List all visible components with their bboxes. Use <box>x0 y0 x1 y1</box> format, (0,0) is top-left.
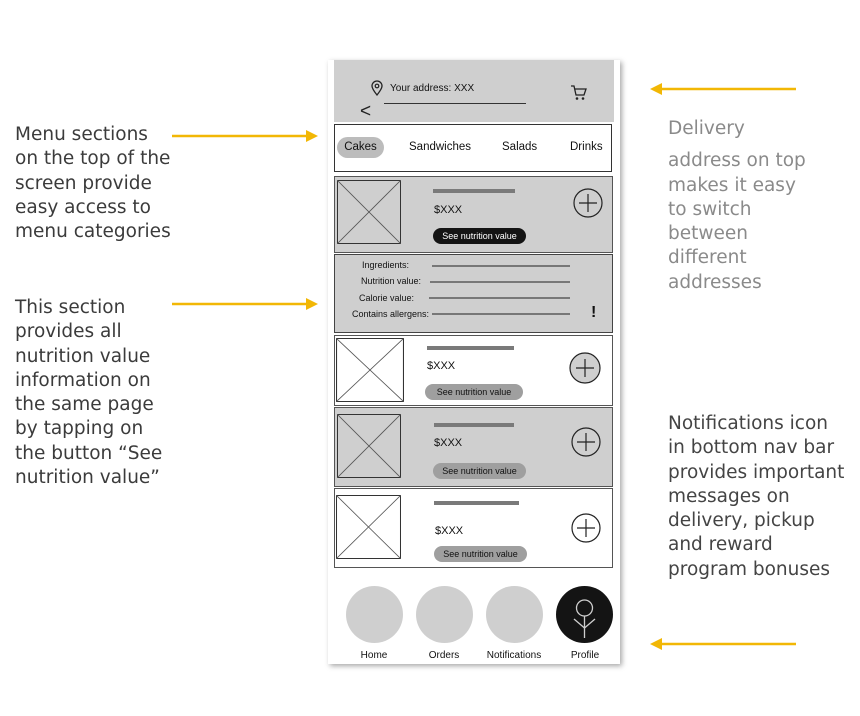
image-placeholder-icon <box>337 414 401 478</box>
arrow-to-menu-tabs <box>172 130 318 142</box>
see-nutrition-button[interactable]: See nutrition value <box>433 463 526 479</box>
item-price: $XXX <box>434 204 463 216</box>
item-price: $XXX <box>435 525 464 537</box>
add-to-cart-icon[interactable] <box>571 427 601 457</box>
back-arrow-icon[interactable]: < <box>360 101 372 122</box>
image-placeholder-icon <box>336 495 401 559</box>
delivery-address-annotation: Delivery address on top makes it easy to… <box>668 117 818 295</box>
phone-wireframe: Your address: XXX < Cakes Sandwiches Sal… <box>328 60 620 664</box>
nutrition-value-line <box>430 281 570 283</box>
tab-sandwiches[interactable]: Sandwiches <box>409 141 472 153</box>
notifications-annotation: Notifications icon in bottom nav bar pro… <box>668 413 845 580</box>
tab-cakes[interactable]: Cakes <box>337 137 384 158</box>
menu-item-card[interactable]: $XXX See nutrition value <box>334 488 613 568</box>
profile-nav-icon[interactable] <box>556 586 613 643</box>
item-price: $XXX <box>434 437 463 449</box>
see-nutrition-button[interactable]: See nutrition value <box>433 228 526 244</box>
nav-label-orders[interactable]: Orders <box>428 650 460 661</box>
nav-label-profile[interactable]: Profile <box>570 650 600 661</box>
arrow-to-bottom-nav <box>650 638 796 650</box>
item-title-placeholder <box>433 189 515 193</box>
menu-item-card[interactable]: $XXX See nutrition value <box>334 335 613 406</box>
allergens-label: Contains allergens: <box>351 309 429 319</box>
nav-label-notifications[interactable]: Notifications <box>486 650 542 661</box>
image-placeholder-icon <box>337 180 401 244</box>
delivery-annotation-line1: Delivery <box>668 118 745 139</box>
location-pin-icon <box>371 80 383 96</box>
user-avatar-icon <box>573 599 596 638</box>
add-to-cart-icon[interactable] <box>573 188 603 218</box>
see-nutrition-button[interactable]: See nutrition value <box>425 384 523 400</box>
notifications-nav-icon[interactable] <box>486 586 543 643</box>
item-title-placeholder <box>434 423 514 427</box>
menu-item-card[interactable]: $XXX See nutrition value <box>334 176 613 253</box>
calorie-value-label: Calorie value: <box>358 293 414 303</box>
bottom-nav-bar: Home Orders Notifications Profile <box>328 584 620 664</box>
item-title-placeholder <box>434 501 519 505</box>
tab-salads[interactable]: Salads <box>502 141 538 153</box>
home-nav-icon[interactable] <box>346 586 403 643</box>
address-underline <box>384 103 526 104</box>
ingredients-label: Ingredients: <box>361 260 409 270</box>
see-nutrition-button[interactable]: See nutrition value <box>434 546 527 562</box>
allergen-warning-icon: ! <box>591 304 597 321</box>
image-placeholder-icon <box>336 338 404 402</box>
add-to-cart-icon[interactable] <box>569 352 601 384</box>
allergens-value-line <box>432 313 570 315</box>
delivery-annotation-rest: address on top makes it easy to switch b… <box>668 150 806 293</box>
shopping-cart-icon[interactable] <box>570 84 588 102</box>
add-to-cart-icon[interactable] <box>571 513 601 543</box>
arrow-to-address-bar <box>650 83 796 95</box>
menu-item-card[interactable]: $XXX See nutrition value <box>334 407 613 487</box>
tab-drinks[interactable]: Drinks <box>570 141 603 153</box>
nav-label-home[interactable]: Home <box>360 650 388 661</box>
calorie-value-line <box>429 297 570 299</box>
nutrition-value-label: Nutrition value: <box>360 276 421 286</box>
orders-nav-icon[interactable] <box>416 586 473 643</box>
address-header: Your address: XXX < <box>334 60 614 122</box>
delivery-address[interactable]: Your address: XXX <box>390 83 475 94</box>
item-title-placeholder <box>427 346 514 350</box>
ingredients-value-line <box>432 265 570 267</box>
nutrition-section-annotation: This section provides all nutrition valu… <box>15 297 163 489</box>
item-price: $XXX <box>427 360 456 372</box>
menu-category-tabs: Cakes Sandwiches Salads Drinks <box>334 124 612 172</box>
nutrition-info-panel: Ingredients: Nutrition value: Calorie va… <box>334 254 613 333</box>
menu-sections-annotation: Menu sections on the top of the screen p… <box>15 124 171 243</box>
arrow-to-nutrition-panel <box>172 298 318 310</box>
